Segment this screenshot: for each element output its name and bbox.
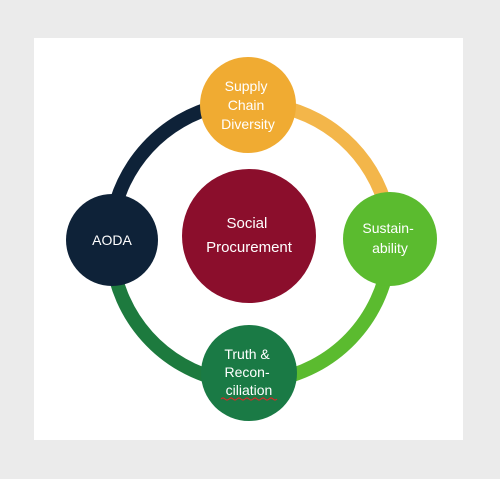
svg-text:Supply Chain D: Supply Chain Diversity bbox=[221, 78, 275, 132]
node-right-line: ability bbox=[372, 240, 408, 256]
svg-text:Sustain- ability: Sustain- ability bbox=[362, 220, 417, 256]
center-node-social-procurement: Social Procurement bbox=[182, 169, 316, 303]
node-sustainability: Sustain- ability bbox=[343, 192, 437, 286]
node-bottom-line: ciliation bbox=[226, 382, 273, 398]
node-top-line: Chain bbox=[228, 97, 265, 113]
svg-text:AODA: AODA bbox=[92, 232, 132, 248]
node-right-line: Sustain- bbox=[362, 220, 414, 236]
node-supply-chain-diversity: Supply Chain Diversity bbox=[200, 57, 296, 153]
spellcheck-underline bbox=[220, 397, 278, 401]
svg-text:Social Procurement: Social Procurement bbox=[206, 215, 293, 256]
center-node-line: Social bbox=[226, 215, 267, 232]
node-aoda: AODA bbox=[66, 194, 158, 286]
center-node-line: Procurement bbox=[206, 239, 293, 256]
node-top-line: Diversity bbox=[221, 116, 275, 132]
node-top-line: Supply bbox=[225, 78, 268, 94]
node-bottom-line: Truth & bbox=[224, 346, 270, 362]
node-truth-reconciliation: Truth & Recon- ciliation bbox=[201, 325, 297, 421]
node-bottom-line: Recon- bbox=[224, 364, 269, 380]
node-left-line: AODA bbox=[92, 232, 132, 248]
svg-text:Truth & Recon-: Truth & Recon- ciliation bbox=[224, 346, 273, 398]
